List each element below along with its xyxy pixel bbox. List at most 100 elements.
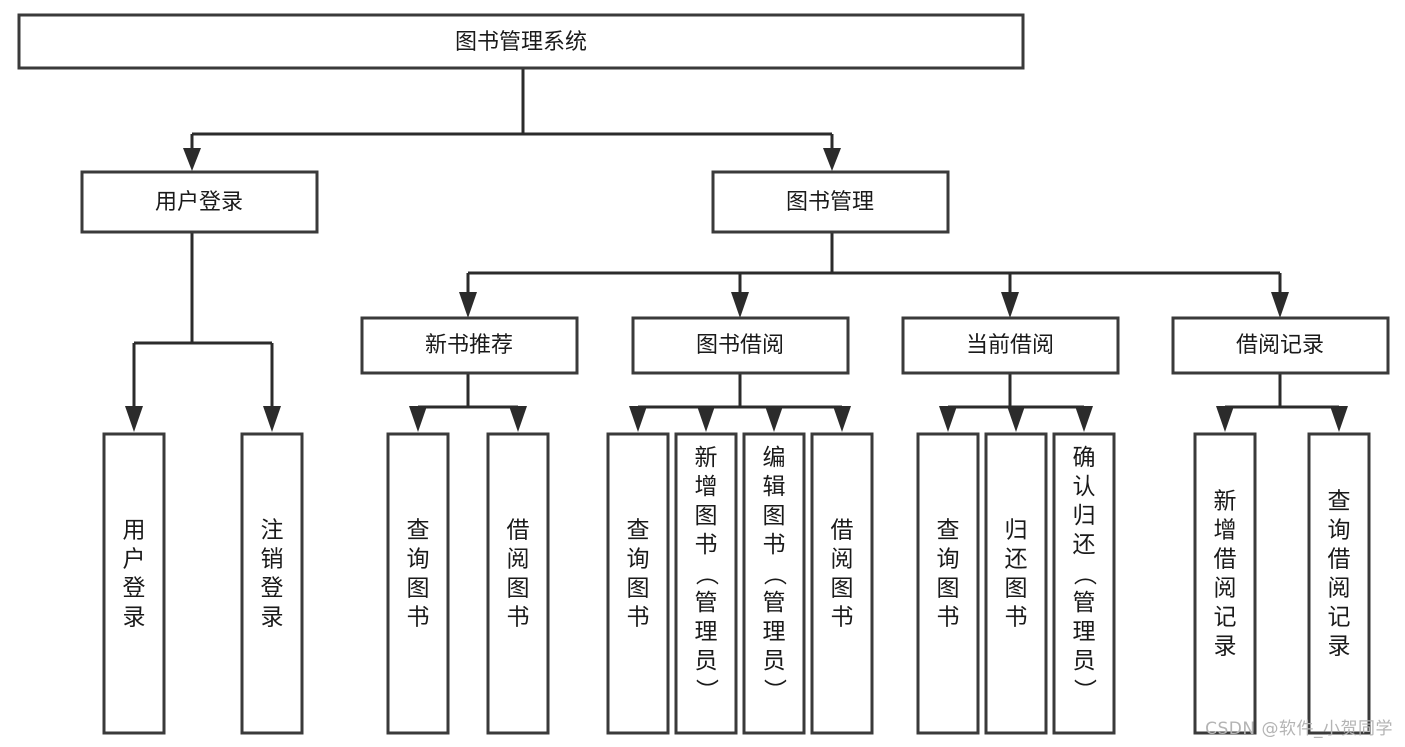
label-char: ） bbox=[1071, 679, 1097, 702]
label-char: 询 bbox=[627, 547, 650, 573]
label-char: 查 bbox=[937, 518, 960, 544]
node-new-book-recommend-box[interactable] bbox=[360, 316, 579, 375]
label-char: 查 bbox=[1328, 489, 1351, 515]
arrow-head-borrow-record bbox=[1271, 292, 1289, 318]
node-root-box[interactable] bbox=[17, 13, 1025, 70]
label-char: 书 bbox=[763, 532, 786, 558]
label-char: 用 bbox=[123, 518, 146, 544]
label-char: 户 bbox=[123, 547, 146, 573]
label-char: （ bbox=[693, 563, 719, 586]
label-char: 录 bbox=[123, 605, 146, 631]
node-leaf-query-book-3-box[interactable] bbox=[916, 432, 980, 735]
node-leaf-query-book-3[interactable] bbox=[916, 432, 980, 735]
node-leaf-borrow-book-1-box[interactable] bbox=[486, 432, 550, 735]
label-char: （ bbox=[1071, 563, 1097, 586]
label-char: 确 bbox=[1073, 445, 1096, 471]
node-leaf-add-book[interactable] bbox=[674, 432, 738, 735]
label-char: 记 bbox=[1328, 605, 1351, 631]
node-leaf-return-book-box[interactable] bbox=[984, 432, 1048, 735]
label-char: 新 bbox=[1214, 489, 1237, 515]
label-char: 员 bbox=[695, 648, 718, 674]
label-char: ） bbox=[693, 679, 719, 702]
node-leaf-query-record-box[interactable] bbox=[1307, 432, 1371, 735]
node-borrow-record-label: 借阅记录 bbox=[1236, 333, 1324, 358]
label-char: 归 bbox=[1005, 518, 1028, 544]
connector-group-bookborrow bbox=[629, 373, 851, 432]
node-book-borrow[interactable]: 图书借阅 bbox=[631, 316, 850, 375]
node-leaf-user-login[interactable] bbox=[102, 432, 166, 735]
label-char: 查 bbox=[627, 518, 650, 544]
node-user-login-label: 用户登录 bbox=[155, 190, 243, 215]
label-char: 记 bbox=[1214, 605, 1237, 631]
label-char: 借 bbox=[1328, 547, 1351, 573]
node-leaf-borrow-book-1[interactable] bbox=[486, 432, 550, 735]
arrow-head-new-book-recommend bbox=[459, 292, 477, 318]
node-leaf-logout[interactable] bbox=[240, 432, 304, 735]
node-leaf-edit-book-box[interactable] bbox=[742, 432, 806, 735]
node-current-borrow-box[interactable] bbox=[901, 316, 1120, 375]
label-char: 图 bbox=[1005, 576, 1028, 602]
node-root[interactable]: 图书管理系统 bbox=[17, 13, 1025, 70]
node-leaf-query-book-1[interactable] bbox=[386, 432, 450, 735]
node-book-borrow-label: 图书借阅 bbox=[696, 333, 784, 358]
node-leaf-borrow-book-2-box[interactable] bbox=[810, 432, 874, 735]
node-leaf-query-book-2[interactable] bbox=[606, 432, 670, 735]
label-char: 图 bbox=[831, 576, 854, 602]
arrow-head-leaf-query-record bbox=[1330, 406, 1348, 432]
label-char: 还 bbox=[1073, 532, 1096, 558]
label-char: 借 bbox=[1214, 547, 1237, 573]
label-char: 图 bbox=[407, 576, 430, 602]
node-leaf-borrow-book-2[interactable] bbox=[810, 432, 874, 735]
node-current-borrow[interactable]: 当前借阅 bbox=[901, 316, 1120, 375]
node-book-manage-box[interactable] bbox=[711, 170, 950, 234]
node-leaf-add-book-box[interactable] bbox=[674, 432, 738, 735]
arrow-head-current-borrow bbox=[1001, 292, 1019, 318]
label-char: 书 bbox=[831, 605, 854, 631]
node-user-login-box[interactable] bbox=[80, 170, 319, 234]
label-char: 询 bbox=[407, 547, 430, 573]
label-char: 书 bbox=[627, 605, 650, 631]
node-leaf-confirm-return-box[interactable] bbox=[1052, 432, 1116, 735]
node-leaf-query-record[interactable] bbox=[1307, 432, 1371, 735]
node-leaf-query-book-1-box[interactable] bbox=[386, 432, 450, 735]
arrow-head-leaf-logout bbox=[263, 406, 281, 432]
arrow-head-leaf-return-book bbox=[1007, 406, 1025, 432]
connector-group-borrowrecord bbox=[1216, 373, 1348, 432]
node-leaf-edit-book[interactable] bbox=[742, 432, 806, 735]
arrow-head-leaf-borrow-book-1 bbox=[509, 406, 527, 432]
node-book-manage[interactable]: 图书管理 bbox=[711, 170, 950, 234]
label-char: 书 bbox=[695, 532, 718, 558]
label-char: 询 bbox=[937, 547, 960, 573]
node-borrow-record[interactable]: 借阅记录 bbox=[1171, 316, 1390, 375]
node-leaf-user-login-box[interactable] bbox=[102, 432, 166, 735]
label-char: 阅 bbox=[831, 547, 854, 573]
node-leaf-query-book-2-box[interactable] bbox=[606, 432, 670, 735]
connector-group-userlogin bbox=[125, 232, 281, 432]
connector-group-bookmanage bbox=[459, 232, 1289, 318]
label-char: 图 bbox=[695, 503, 718, 529]
node-leaf-logout-box[interactable] bbox=[240, 432, 304, 735]
arrow-head-leaf-borrow-book-2 bbox=[833, 406, 851, 432]
label-char: （ bbox=[761, 563, 787, 586]
node-new-book-recommend[interactable]: 新书推荐 bbox=[360, 316, 579, 375]
node-leaf-add-record[interactable] bbox=[1193, 432, 1257, 735]
node-user-login[interactable]: 用户登录 bbox=[80, 170, 319, 234]
node-leaf-confirm-return[interactable] bbox=[1052, 432, 1116, 735]
node-leaf-return-book[interactable] bbox=[984, 432, 1048, 735]
arrow-head-bookmanage bbox=[823, 148, 841, 171]
node-borrow-record-box[interactable] bbox=[1171, 316, 1390, 375]
label-char: 阅 bbox=[507, 547, 530, 573]
node-book-borrow-box[interactable] bbox=[631, 316, 850, 375]
label-char: 图 bbox=[507, 576, 530, 602]
node-leaf-add-record-box[interactable] bbox=[1193, 432, 1257, 735]
arrow-head-leaf-add-record bbox=[1216, 406, 1234, 432]
